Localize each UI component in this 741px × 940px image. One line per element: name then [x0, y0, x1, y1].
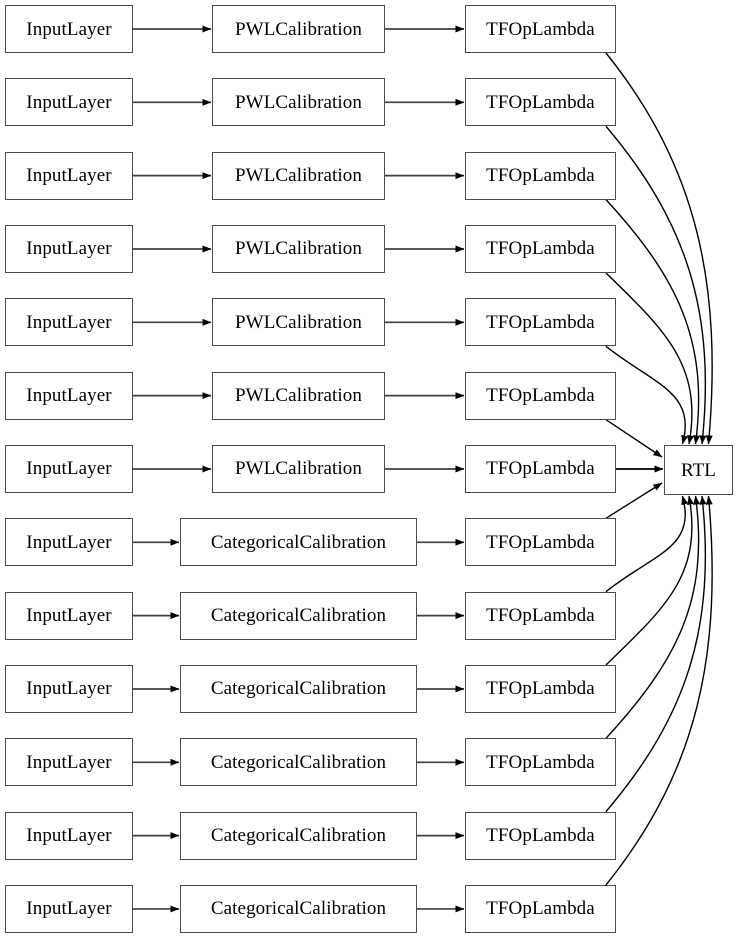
node-pwl-calibration-6[interactable]: PWLCalibration	[212, 371, 385, 420]
node-label: InputLayer	[26, 91, 112, 113]
node-label: InputLayer	[26, 678, 112, 700]
node-label: CategoricalCalibration	[210, 678, 387, 700]
node-input-layer-12[interactable]: InputLayer	[5, 811, 133, 860]
node-tfoplambda-12[interactable]: TFOpLambda	[465, 811, 616, 860]
node-label: InputLayer	[26, 311, 112, 333]
node-input-layer-10[interactable]: InputLayer	[5, 664, 133, 713]
node-categorical-calibration-13[interactable]: CategoricalCalibration	[180, 884, 417, 933]
node-tfoplambda-4[interactable]: TFOpLambda	[465, 224, 616, 273]
node-input-layer-3[interactable]: InputLayer	[5, 151, 133, 200]
node-tfoplambda-10[interactable]: TFOpLambda	[465, 664, 616, 713]
node-categorical-calibration-9[interactable]: CategoricalCalibration	[180, 591, 417, 640]
edge-lambda-to-rtl-10	[605, 495, 694, 666]
node-pwl-calibration-7[interactable]: PWLCalibration	[212, 444, 385, 493]
node-categorical-calibration-10[interactable]: CategoricalCalibration	[180, 664, 417, 713]
node-label: TFOpLambda	[486, 678, 595, 700]
node-tfoplambda-2[interactable]: TFOpLambda	[465, 78, 616, 127]
node-input-layer-5[interactable]: InputLayer	[5, 298, 133, 347]
edge-lambda-to-rtl-13	[605, 495, 713, 886]
edge-lambda-to-rtl-11	[605, 495, 701, 739]
edge-lambda-to-rtl-12	[605, 495, 707, 813]
node-tfoplambda-11[interactable]: TFOpLambda	[465, 738, 616, 787]
node-label: TFOpLambda	[486, 165, 595, 187]
node-tfoplambda-8[interactable]: TFOpLambda	[465, 518, 616, 567]
node-pwl-calibration-1[interactable]: PWLCalibration	[212, 5, 385, 53]
node-tfoplambda-9[interactable]: TFOpLambda	[465, 591, 616, 640]
node-label: TFOpLambda	[486, 458, 595, 480]
node-label: InputLayer	[26, 751, 112, 773]
node-label: PWLCalibration	[235, 18, 362, 40]
node-label: PWLCalibration	[235, 385, 362, 407]
edge-lambda-to-rtl-1	[605, 52, 713, 445]
edge-lambda-to-rtl-3	[605, 199, 701, 445]
node-label: CategoricalCalibration	[210, 825, 387, 847]
node-label: InputLayer	[26, 898, 112, 920]
node-label: TFOpLambda	[486, 898, 595, 920]
edge-lambda-to-rtl-5	[605, 345, 689, 445]
node-label: InputLayer	[26, 165, 112, 187]
node-label: TFOpLambda	[486, 385, 595, 407]
node-label: InputLayer	[26, 825, 112, 847]
node-pwl-calibration-4[interactable]: PWLCalibration	[212, 224, 385, 273]
node-label: TFOpLambda	[486, 238, 595, 260]
node-label: TFOpLambda	[486, 311, 595, 333]
node-label: InputLayer	[26, 605, 112, 627]
node-label: TFOpLambda	[486, 605, 595, 627]
node-categorical-calibration-8[interactable]: CategoricalCalibration	[180, 518, 417, 567]
node-label: InputLayer	[26, 531, 112, 553]
node-label: PWLCalibration	[235, 458, 362, 480]
node-label: PWLCalibration	[235, 238, 362, 260]
node-categorical-calibration-12[interactable]: CategoricalCalibration	[180, 811, 417, 860]
node-label: PWLCalibration	[235, 311, 362, 333]
node-label: TFOpLambda	[486, 91, 595, 113]
node-input-layer-8[interactable]: InputLayer	[5, 518, 133, 567]
node-pwl-calibration-5[interactable]: PWLCalibration	[212, 298, 385, 347]
edge-lambda-to-rtl-4	[605, 272, 694, 445]
node-tfoplambda-1[interactable]: TFOpLambda	[465, 5, 616, 53]
node-tfoplambda-13[interactable]: TFOpLambda	[465, 884, 616, 933]
node-label: InputLayer	[26, 385, 112, 407]
node-label: InputLayer	[26, 458, 112, 480]
node-input-layer-1[interactable]: InputLayer	[5, 5, 133, 53]
node-label: PWLCalibration	[235, 165, 362, 187]
node-label: RTL	[680, 459, 717, 481]
node-label: InputLayer	[26, 238, 112, 260]
node-label: TFOpLambda	[486, 751, 595, 773]
node-label: TFOpLambda	[486, 825, 595, 847]
node-tfoplambda-6[interactable]: TFOpLambda	[465, 371, 616, 420]
node-tfoplambda-7[interactable]: TFOpLambda	[465, 444, 616, 493]
node-input-layer-2[interactable]: InputLayer	[5, 78, 133, 127]
node-label: TFOpLambda	[486, 18, 595, 40]
node-label: CategoricalCalibration	[210, 531, 387, 553]
node-label: CategoricalCalibration	[210, 751, 387, 773]
node-tfoplambda-3[interactable]: TFOpLambda	[465, 151, 616, 200]
node-label: TFOpLambda	[486, 531, 595, 553]
edge-lambda-to-rtl-9	[605, 495, 689, 593]
node-tfoplambda-5[interactable]: TFOpLambda	[465, 298, 616, 347]
node-input-layer-4[interactable]: InputLayer	[5, 224, 133, 273]
node-rtl-output[interactable]: RTL	[664, 445, 733, 495]
node-input-layer-11[interactable]: InputLayer	[5, 738, 133, 787]
node-input-layer-7[interactable]: InputLayer	[5, 444, 133, 493]
node-label: CategoricalCalibration	[210, 898, 387, 920]
node-pwl-calibration-3[interactable]: PWLCalibration	[212, 151, 385, 200]
node-pwl-calibration-2[interactable]: PWLCalibration	[212, 78, 385, 127]
edge-lambda-to-rtl-2	[605, 125, 707, 445]
node-label: InputLayer	[26, 18, 112, 40]
node-input-layer-9[interactable]: InputLayer	[5, 591, 133, 640]
node-categorical-calibration-11[interactable]: CategoricalCalibration	[180, 738, 417, 787]
node-input-layer-13[interactable]: InputLayer	[5, 884, 133, 933]
node-input-layer-6[interactable]: InputLayer	[5, 371, 133, 420]
node-label: PWLCalibration	[235, 91, 362, 113]
node-label: CategoricalCalibration	[210, 605, 387, 627]
